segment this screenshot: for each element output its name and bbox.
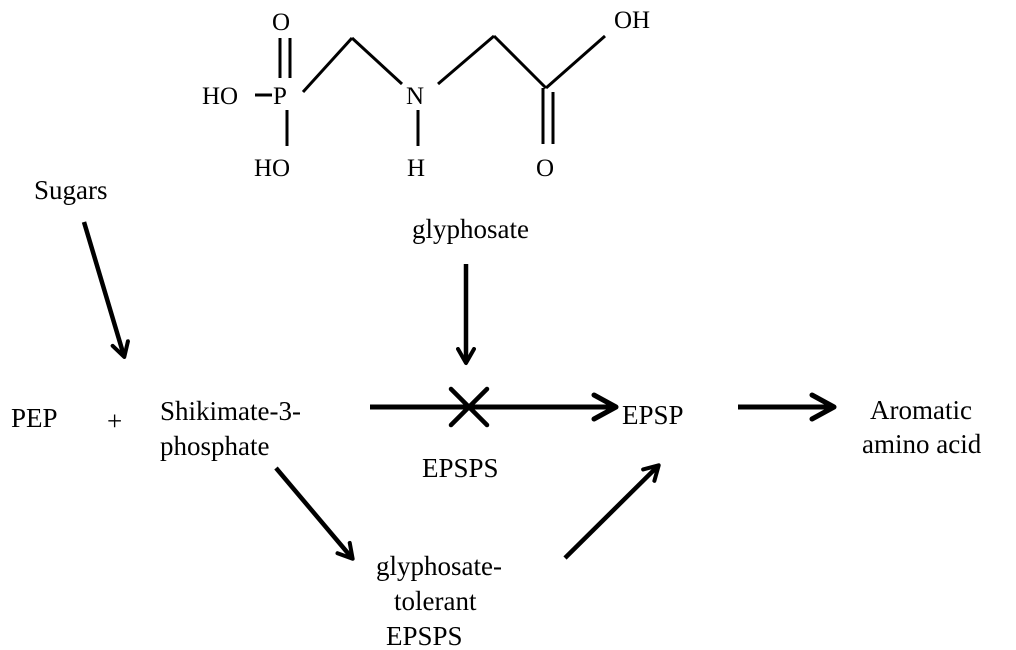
bond-ch2-n [350,36,404,86]
node-tolerant-epsps-line3: EPSPS [386,621,463,650]
atom-n: N [406,83,424,110]
atom-o-carbonyl: O [536,155,554,182]
bond-n-ch2 [437,34,495,86]
bond-ch2-c [492,34,548,90]
node-tolerant-epsps-line1: glyphosate- [376,551,502,581]
bond-c-oh [545,34,606,90]
arrow-sugars-to-pep [81,221,130,359]
bonds [255,34,606,146]
arrow-s3p-to-tolerant-epsps [274,466,355,561]
bond-p-ch2 [301,36,354,94]
glyphosate-structure: O HO P HO N H OH O [202,7,650,244]
node-pep: PEP [11,403,58,433]
atom-p: P [273,83,287,110]
atom-o-top: O [272,9,290,36]
node-aromatic-amino-acid-line2: amino acid [862,429,982,459]
atom-h: H [407,155,425,182]
x-stroke-b [448,386,490,428]
arrows [81,221,837,561]
atom-ho-left: HO [202,83,238,110]
inhibition-x-mark [448,386,490,428]
node-shikimate-3-phosphate-line1: Shikimate-3- [160,396,301,426]
node-tolerant-epsps-line2: tolerant [394,586,477,616]
glyphosate-label: glyphosate [412,214,529,244]
enzyme-epsps: EPSPS [422,453,499,483]
node-sugars: Sugars [34,175,108,205]
node-epsp: EPSP [622,400,684,430]
node-aromatic-amino-acid-line1: Aromatic [870,395,972,425]
atom-ho-bottom: HO [254,155,290,182]
node-shikimate-3-phosphate-line2: phosphate [160,431,269,461]
plus-sign: + [107,406,122,436]
arrow-tolerant-epsps-to-epsp [563,463,661,560]
atom-oh: OH [614,7,650,34]
